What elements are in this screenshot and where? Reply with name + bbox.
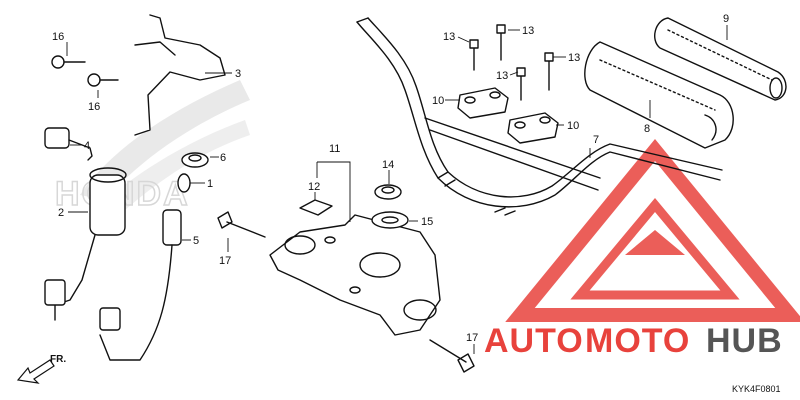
socket-part[interactable] bbox=[99, 209, 182, 361]
handlebar-pad-8[interactable] bbox=[584, 41, 734, 149]
plate-part[interactable] bbox=[299, 199, 333, 216]
handlebar-pad-9[interactable] bbox=[654, 17, 787, 101]
callout-10-lower[interactable]: 10 bbox=[567, 120, 579, 132]
bolt-13-set[interactable] bbox=[469, 24, 554, 101]
callout-17-left[interactable]: 17 bbox=[219, 255, 231, 267]
front-direction-label: FR. bbox=[50, 354, 66, 365]
key-part[interactable] bbox=[44, 127, 93, 161]
callout-17-right[interactable]: 17 bbox=[466, 332, 478, 344]
leader-lines bbox=[66, 25, 728, 354]
washer-part[interactable] bbox=[371, 211, 409, 229]
automotohub-wordmark: AUTO MOTO HUB bbox=[484, 322, 783, 360]
callout-6[interactable]: 6 bbox=[220, 152, 226, 164]
switch-bracket-part[interactable] bbox=[134, 14, 226, 136]
callout-12[interactable]: 12 bbox=[308, 181, 320, 193]
ignition-switch-part[interactable] bbox=[44, 167, 127, 321]
brand-text-moto: MOTO bbox=[585, 322, 690, 360]
callout-numbers: 16 16 3 4 6 1 2 5 17 11 12 14 15 17 10 1… bbox=[52, 13, 729, 344]
diagram-code: KYK4F0801 bbox=[732, 384, 781, 394]
callout-14[interactable]: 14 bbox=[382, 159, 394, 171]
brand-text-auto: AUTO bbox=[484, 322, 584, 360]
front-arrow-icon bbox=[16, 359, 55, 384]
front-direction-indicator: FR. bbox=[16, 354, 66, 384]
bolt-17-left[interactable] bbox=[217, 211, 266, 238]
callout-1[interactable]: 1 bbox=[207, 178, 213, 190]
callout-13-c[interactable]: 13 bbox=[568, 52, 580, 64]
handlebar-holder-upper[interactable] bbox=[457, 87, 509, 119]
callout-13-a[interactable]: 13 bbox=[443, 31, 455, 43]
top-bridge-part[interactable] bbox=[269, 214, 441, 336]
callout-4[interactable]: 4 bbox=[84, 140, 90, 152]
handlebar-holder-lower[interactable] bbox=[507, 112, 559, 144]
callout-9[interactable]: 9 bbox=[723, 13, 729, 25]
bolt-16-bottom[interactable] bbox=[87, 73, 119, 87]
callout-5[interactable]: 5 bbox=[193, 235, 199, 247]
callout-7[interactable]: 7 bbox=[593, 134, 599, 146]
callout-3[interactable]: 3 bbox=[235, 68, 241, 80]
automotohub-logo bbox=[505, 138, 800, 322]
bolt-17-right[interactable] bbox=[429, 339, 475, 373]
callout-16-bottom[interactable]: 16 bbox=[88, 101, 100, 113]
callout-8[interactable]: 8 bbox=[644, 123, 650, 135]
callout-15[interactable]: 15 bbox=[421, 216, 433, 228]
brand-text-hub: HUB bbox=[706, 322, 783, 360]
nut-part[interactable] bbox=[374, 184, 402, 200]
callout-13-b[interactable]: 13 bbox=[522, 25, 534, 37]
callout-10-upper[interactable]: 10 bbox=[432, 95, 444, 107]
callout-2[interactable]: 2 bbox=[58, 207, 64, 219]
callout-16-top[interactable]: 16 bbox=[52, 31, 64, 43]
callout-13-d[interactable]: 13 bbox=[496, 70, 508, 82]
handlebar-part[interactable] bbox=[356, 17, 723, 216]
grommet-part[interactable] bbox=[181, 152, 209, 168]
callout-11[interactable]: 11 bbox=[329, 143, 340, 155]
bulb-part[interactable] bbox=[177, 173, 191, 193]
